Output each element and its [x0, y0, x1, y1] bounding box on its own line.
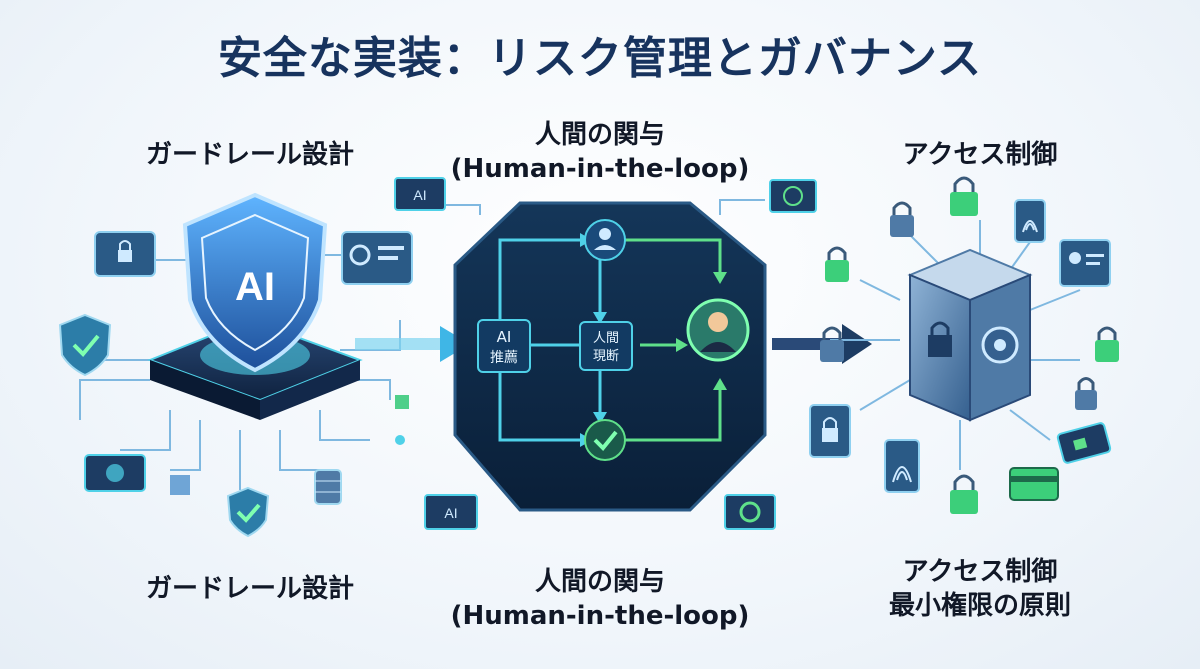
hitl-top-label-line2: (Human-in-the-loop): [450, 154, 750, 184]
ai-shield-icon: [182, 192, 328, 373]
shield-ai-text: AI: [235, 265, 275, 309]
small-shield-check-icon: [58, 313, 112, 377]
least-privilege-label: 最小権限の原則: [888, 591, 1071, 621]
ai-recommend-box: AI 推薦: [477, 319, 531, 373]
guardrail-bottom-label: ガードレール設計: [145, 574, 354, 604]
credit-card-icon: [1009, 467, 1059, 501]
settings-panel-icon: [341, 231, 413, 285]
bottom-shield-check-icon: [226, 486, 270, 538]
hitl-bottom-label: 人間の関与 (Human-in-the-loop): [440, 565, 760, 633]
arrow-to-hitl-icon: [355, 326, 470, 362]
ai-chip-top-text: AI: [413, 187, 426, 203]
access-control-illustration: [809, 176, 1119, 514]
human-box-line1: 人間: [593, 331, 619, 346]
access-control-bottom-line1: アクセス制御: [902, 557, 1058, 587]
user-icon: [584, 219, 626, 261]
human-judgment-box: 人間 現断: [579, 321, 633, 371]
guardrail-top-label: ガードレール設計: [145, 140, 354, 170]
lock-panel-icon: [94, 231, 156, 277]
fingerprint-icon: [1014, 199, 1046, 243]
flow-lines-green: [625, 238, 722, 442]
globe-chip-icon: [769, 179, 817, 213]
fingerprint-icon: [884, 439, 920, 493]
ai-chip-bottom-text: AI: [444, 505, 457, 521]
gear-chip-icon: [724, 494, 776, 530]
padlock-icon: [950, 474, 978, 514]
padlock-icon: [890, 201, 914, 237]
id-card-icon: [1059, 239, 1111, 287]
access-control-bottom-label: アクセス制御 最小権限の原則: [840, 555, 1120, 623]
hitl-top-label-line1: 人間の関与: [534, 120, 665, 150]
hitl-bottom-label-line2: (Human-in-the-loop): [450, 601, 750, 631]
padlock-icon: [950, 176, 978, 216]
padlock-icon: [1075, 377, 1097, 410]
ai-chip-top-icon: AI: [394, 177, 446, 211]
padlock-icon: [1095, 326, 1119, 362]
hitl-bottom-label-line1: 人間の関与: [534, 567, 665, 597]
lock-panel-icon: [809, 404, 851, 458]
right-circuit-traces: [830, 220, 1081, 470]
ai-chip-bottom-icon: AI: [424, 494, 478, 530]
page-title: 安全な実装：リスク管理とガバナンス: [217, 33, 983, 84]
database-icon: [314, 469, 342, 505]
padlock-icon: [825, 246, 849, 282]
access-control-top-label: アクセス制御: [902, 140, 1058, 170]
guardrail-illustration: AI: [58, 192, 413, 538]
human-box-line2: 現断: [593, 349, 619, 364]
hitl-illustration: AI 推薦 人間 現断 AI AI: [394, 177, 817, 530]
keycard-icon: [1056, 422, 1112, 464]
network-chip-icon: [84, 454, 146, 492]
vault-dial-icon: [981, 326, 1019, 364]
flow-lines: [498, 238, 602, 442]
vault-lock-icon: [928, 321, 952, 357]
hitl-top-label: 人間の関与 (Human-in-the-loop): [440, 118, 760, 186]
approval-check-icon: [584, 419, 626, 461]
padlock-icon: [820, 326, 844, 362]
operator-avatar-icon: [686, 298, 750, 362]
ai-box-line1: AI: [497, 328, 512, 346]
ai-box-line2: 推薦: [490, 350, 518, 366]
